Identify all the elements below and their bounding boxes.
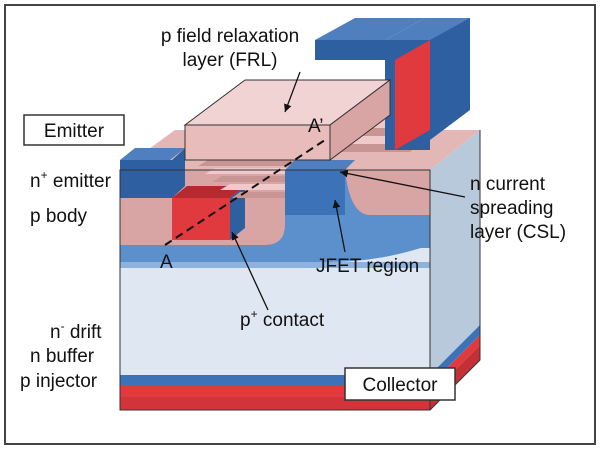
cut-line-a-a-prime	[164, 139, 326, 246]
csl-label-line1: n current	[470, 174, 546, 195]
frl-label-line1: p field relaxation	[161, 26, 299, 47]
emitter-label-box	[23, 114, 125, 146]
collector-label: Collector	[363, 375, 439, 396]
gate-block	[285, 160, 355, 215]
jfet-label: JFET region	[316, 256, 419, 277]
n-buffer-layer	[120, 375, 430, 385]
p-body-label: p body	[30, 206, 88, 227]
collector-label-box	[344, 367, 456, 401]
back-emitter-block	[315, 18, 470, 150]
csl-label-line3: layer (CSL)	[470, 222, 566, 243]
n-drift-label: n- drift	[50, 319, 102, 343]
p-injector-label: p injector	[20, 371, 98, 392]
n-buffer-label: n buffer	[30, 346, 95, 367]
frl-label-line2: layer (FRL)	[182, 50, 277, 71]
emitter-label: Emitter	[44, 121, 105, 142]
frl-pad	[183, 79, 392, 161]
point-a-label: A	[160, 252, 173, 273]
pointer-lines	[231, 71, 466, 311]
p-contact-label: p+ contact	[240, 307, 325, 331]
n-emitter-label: n+ emitter	[30, 168, 112, 192]
point-a-prime-label: A’	[308, 116, 323, 137]
figure-border	[4, 4, 596, 445]
csl-label-line2: spreading	[470, 198, 553, 219]
